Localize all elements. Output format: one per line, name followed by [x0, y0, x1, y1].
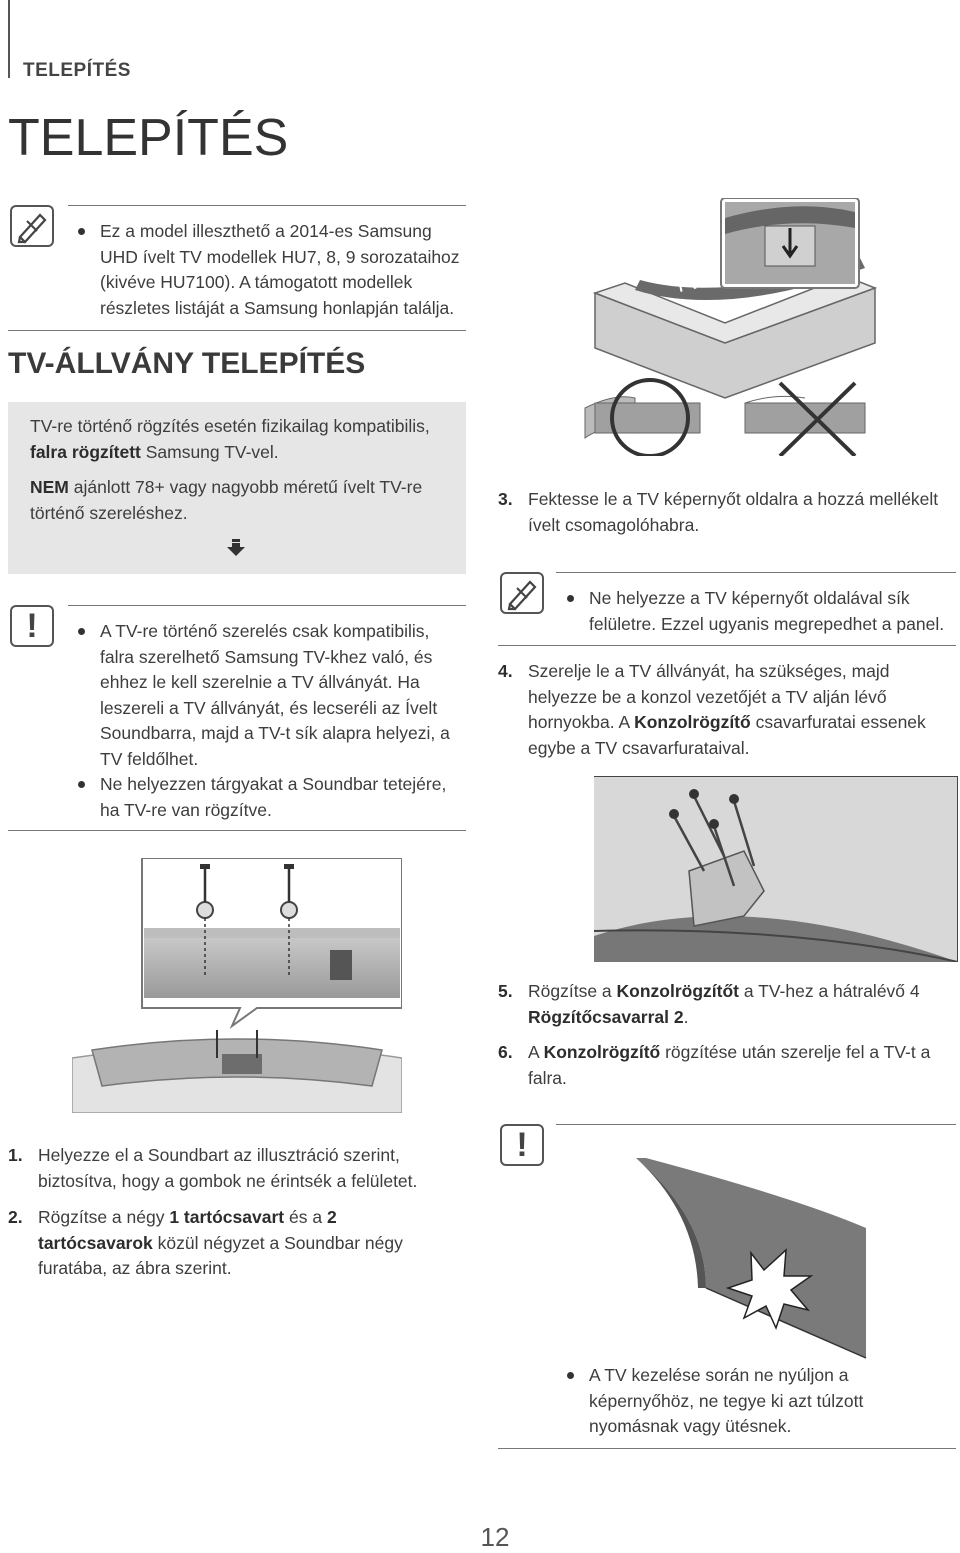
section-label: TELEPÍTÉS — [23, 60, 131, 81]
box-line-2: falra rögzített Samsung TV-vel. — [30, 441, 279, 462]
warning2-text: A TV kezelése során ne nyúljon a képerny… — [567, 1363, 957, 1440]
tv-label: TV — [671, 268, 704, 298]
note-pencil-icon — [10, 205, 54, 247]
box-line-1: TV-re történő rögzítés esetén fizikailag… — [30, 416, 430, 436]
arrow-down-icon — [227, 539, 245, 557]
note1-text: Ez a model illeszthető a 2014-es Samsung… — [78, 219, 468, 321]
section-heading: TV-ÁLLVÁNY TELEPÍTÉS — [8, 347, 366, 380]
note-pencil-icon-2 — [500, 572, 544, 614]
page-number: 12 — [480, 1522, 510, 1552]
warning-icon: ! — [10, 605, 54, 647]
note2-bullet: Ne helyezze a TV képernyőt oldalával sík… — [567, 586, 957, 637]
tv-impact-illustration — [636, 1158, 886, 1368]
step-5: 5.Rögzítse a Konzolrögzítőt a TV-hez a h… — [498, 981, 920, 1027]
warning1-bullet-2: Ne helyezzen tárgyakat a Soundbar tetejé… — [78, 772, 462, 823]
bracket-illustration — [594, 776, 958, 962]
warning1-bullet-1: A TV-re történő szerelés csak kompatibil… — [78, 619, 462, 772]
step-6: 6.A Konzolrögzítő rögzítése után szerelj… — [498, 1042, 931, 1088]
warning2-top-rule — [556, 1124, 956, 1125]
step-3: 3.Fektesse le a TV képernyőt oldalra a h… — [498, 489, 939, 535]
tv-on-foam-illustration: TV — [575, 198, 960, 456]
compatibility-text: TV-re történő rögzítés esetén fizikailag… — [30, 414, 460, 526]
warning1-top-rule — [68, 605, 466, 606]
warning1-bottom-rule — [8, 830, 466, 831]
box-line-4: történő szereléshez. — [30, 502, 188, 523]
step-1: 1.Helyezze el a Soundbart az illusztráci… — [8, 1145, 418, 1191]
box-line-3: NEM ajánlott 78+ vagy nagyobb méretű íve… — [30, 477, 423, 497]
note1-bottom-rule — [8, 330, 466, 331]
note1-line-a: Ez a model illeszthető a 2014-es Samsung — [78, 219, 468, 245]
step-2: 2.Rögzítse a négy 1 tartócsavart és a 2 … — [8, 1207, 403, 1278]
note2-text: Ne helyezze a TV képernyőt oldalával sík… — [567, 586, 957, 637]
note1-line-d: részletes listáját a Samsung honlapján t… — [100, 297, 455, 318]
note2-top-rule — [556, 572, 956, 573]
note1-line-b: UHD ívelt TV modellek HU7, 8, 9 sorozata… — [100, 246, 460, 267]
warning2-bottom-rule — [498, 1448, 956, 1449]
note1-line-c: (kivéve HU7100). A támogatott modellek — [100, 272, 413, 292]
soundbar-illustration — [72, 858, 402, 1113]
warning2-bullet: A TV kezelése során ne nyúljon a képerny… — [567, 1363, 957, 1440]
step-4: 4.Szerelje le a TV állványát, ha szükség… — [498, 661, 926, 758]
header-vertical-bar — [8, 0, 10, 78]
note2-bottom-rule — [498, 645, 956, 646]
page-title: TELEPÍTÉS — [8, 109, 289, 167]
warning1-text: A TV-re történő szerelés csak kompatibil… — [78, 619, 462, 823]
note1-top-rule — [68, 205, 466, 206]
warning-icon-2: ! — [500, 1124, 544, 1166]
